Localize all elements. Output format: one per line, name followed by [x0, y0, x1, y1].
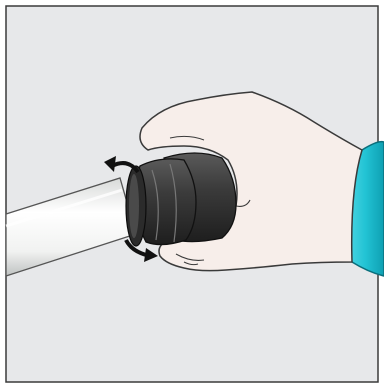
black-coupling	[126, 153, 236, 246]
